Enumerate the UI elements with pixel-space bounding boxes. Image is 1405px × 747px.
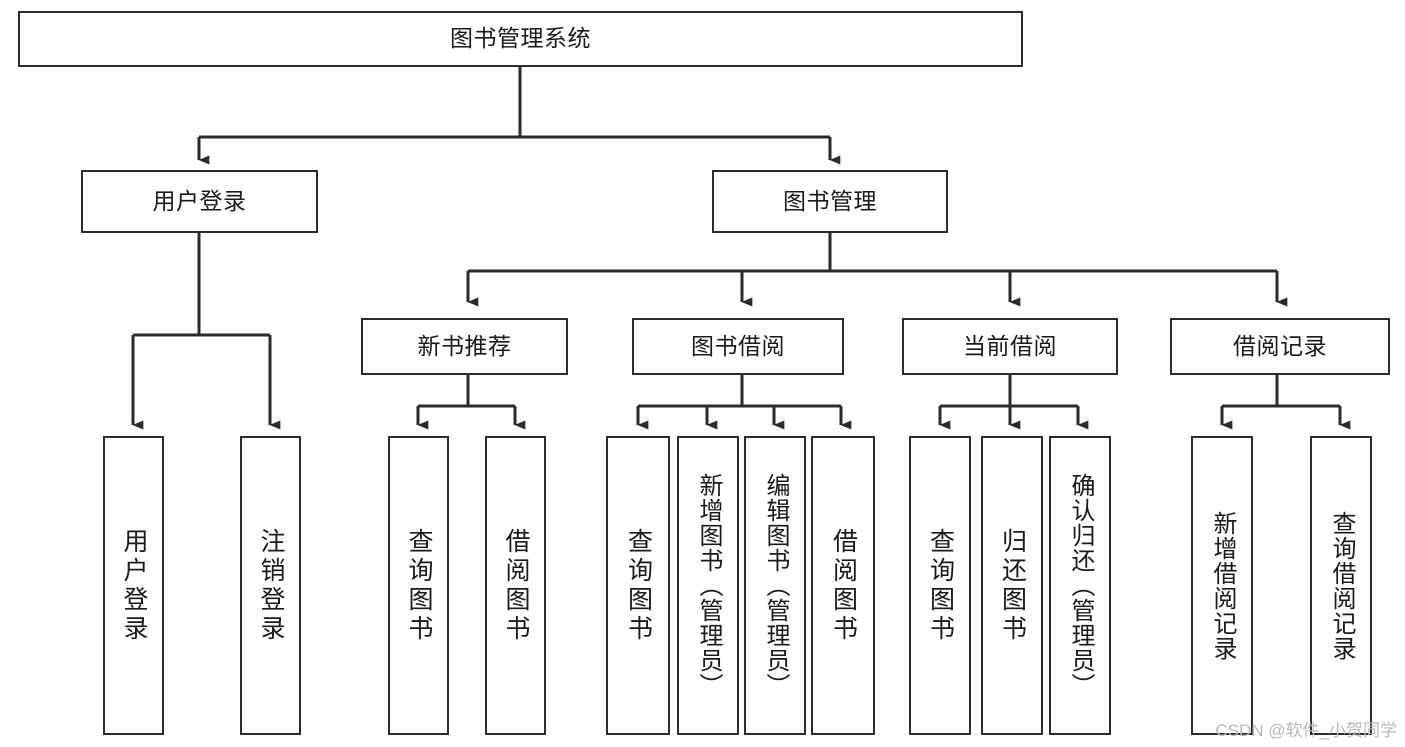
leaf-add-book-admin-label: 新增图书（管理员） (695, 473, 722, 698)
node-book-management-label: 图书管理 (783, 187, 877, 214)
node-book-management[interactable]: 图书管理 (712, 170, 948, 233)
leaf-edit-book-admin[interactable]: 编辑图书（管理员） (744, 436, 806, 735)
node-user-login[interactable]: 用户登录 (81, 170, 318, 233)
node-borrow-record[interactable]: 借阅记录 (1170, 318, 1390, 375)
leaf-return-book-label: 归还图书 (998, 527, 1027, 644)
node-current-borrow-label: 当前借阅 (963, 332, 1057, 359)
leaf-query-book-1-label: 查询图书 (405, 527, 433, 644)
node-book-borrow-label: 图书借阅 (691, 332, 785, 359)
leaf-query-book-3[interactable]: 查询图书 (909, 436, 971, 735)
node-new-book-recommend[interactable]: 新书推荐 (361, 318, 568, 375)
node-borrow-record-label: 借阅记录 (1233, 332, 1327, 359)
node-root-system[interactable]: 图书管理系统 (18, 11, 1023, 67)
leaf-logout-login[interactable]: 注销登录 (240, 436, 301, 735)
leaf-query-borrow-record[interactable]: 查询借阅记录 (1310, 436, 1372, 735)
node-user-login-label: 用户登录 (152, 187, 247, 214)
leaf-query-book-3-label: 查询图书 (926, 527, 955, 644)
leaf-query-borrow-record-label: 查询借阅记录 (1328, 510, 1355, 661)
leaf-confirm-return-admin-label: 确认归还（管理员） (1067, 473, 1094, 698)
leaf-edit-book-admin-label: 编辑图书（管理员） (762, 473, 789, 698)
leaf-borrow-book-2-label: 借阅图书 (829, 527, 858, 644)
csdn-watermark: CSDN @软件_小贺同学 (1215, 721, 1397, 740)
leaf-query-book-2[interactable]: 查询图书 (606, 436, 670, 735)
leaf-return-book[interactable]: 归还图书 (981, 436, 1043, 735)
leaf-confirm-return-admin[interactable]: 确认归还（管理员） (1049, 436, 1111, 735)
leaf-add-borrow-record[interactable]: 新增借阅记录 (1191, 436, 1253, 735)
leaf-query-book-2-label: 查询图书 (624, 527, 653, 644)
leaf-add-book-admin[interactable]: 新增图书（管理员） (677, 436, 739, 735)
leaf-add-borrow-record-label: 新增借阅记录 (1209, 510, 1236, 661)
leaf-borrow-book-2[interactable]: 借阅图书 (811, 436, 875, 735)
node-root-system-label: 图书管理系统 (450, 25, 591, 52)
leaf-user-login-label: 用户登录 (120, 527, 148, 644)
node-new-book-recommend-label: 新书推荐 (417, 332, 512, 359)
leaf-borrow-book-1-label: 借阅图书 (502, 527, 530, 644)
leaf-query-book-1[interactable]: 查询图书 (388, 436, 449, 735)
node-book-borrow[interactable]: 图书借阅 (632, 318, 844, 375)
leaf-logout-login-label: 注销登录 (257, 527, 285, 644)
node-current-borrow[interactable]: 当前借阅 (902, 318, 1118, 375)
leaf-user-login[interactable]: 用户登录 (103, 436, 164, 735)
leaf-borrow-book-1[interactable]: 借阅图书 (485, 436, 546, 735)
